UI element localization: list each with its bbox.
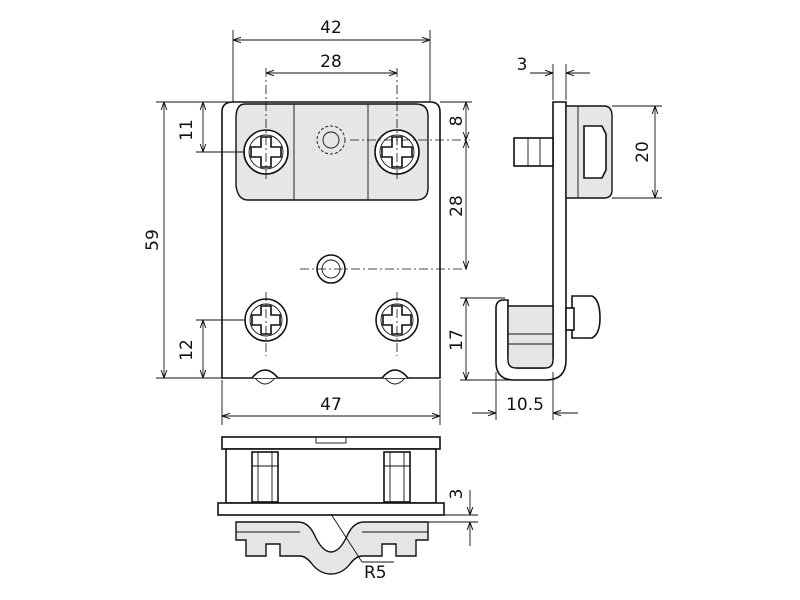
bottom-dimensions: 3 R5 [330, 489, 478, 583]
side-view [495, 101, 613, 381]
bottom-view [217, 436, 445, 575]
bottom-rail-clamp [235, 521, 429, 575]
bottom-notch-left [251, 369, 279, 379]
side-lower-screw-head [571, 295, 601, 339]
dim-42: 42 [320, 18, 342, 38]
front-dimensions: 42 28 59 11 12 47 8 28 [143, 18, 472, 425]
dim-17: 17 [447, 329, 467, 351]
dim-59: 59 [143, 229, 163, 251]
dim-r5: R5 [364, 563, 387, 583]
bottom-base-plate [217, 502, 445, 516]
side-dimensions: 3 20 17 10.5 [447, 55, 662, 420]
dim-47: 47 [320, 395, 342, 415]
clamp-hidden-hole [316, 125, 346, 155]
screw-upper-right [374, 129, 420, 175]
dim-11: 11 [177, 119, 197, 141]
dim-28-vertical: 28 [447, 195, 467, 217]
dim-28-screw: 28 [320, 52, 342, 72]
screw-upper-left [243, 129, 289, 175]
dim-12: 12 [177, 339, 197, 361]
front-view [221, 68, 470, 385]
dim-10-5: 10.5 [506, 395, 544, 415]
top-clamp-bar [235, 103, 429, 201]
dim-3-bottom: 3 [447, 489, 467, 500]
side-lower-clamp [507, 305, 554, 369]
bottom-notch-right [381, 369, 409, 379]
dim-8: 8 [447, 116, 467, 127]
side-screw-shank [513, 137, 554, 167]
dim-3-side: 3 [517, 55, 528, 75]
dim-20: 20 [633, 141, 653, 163]
